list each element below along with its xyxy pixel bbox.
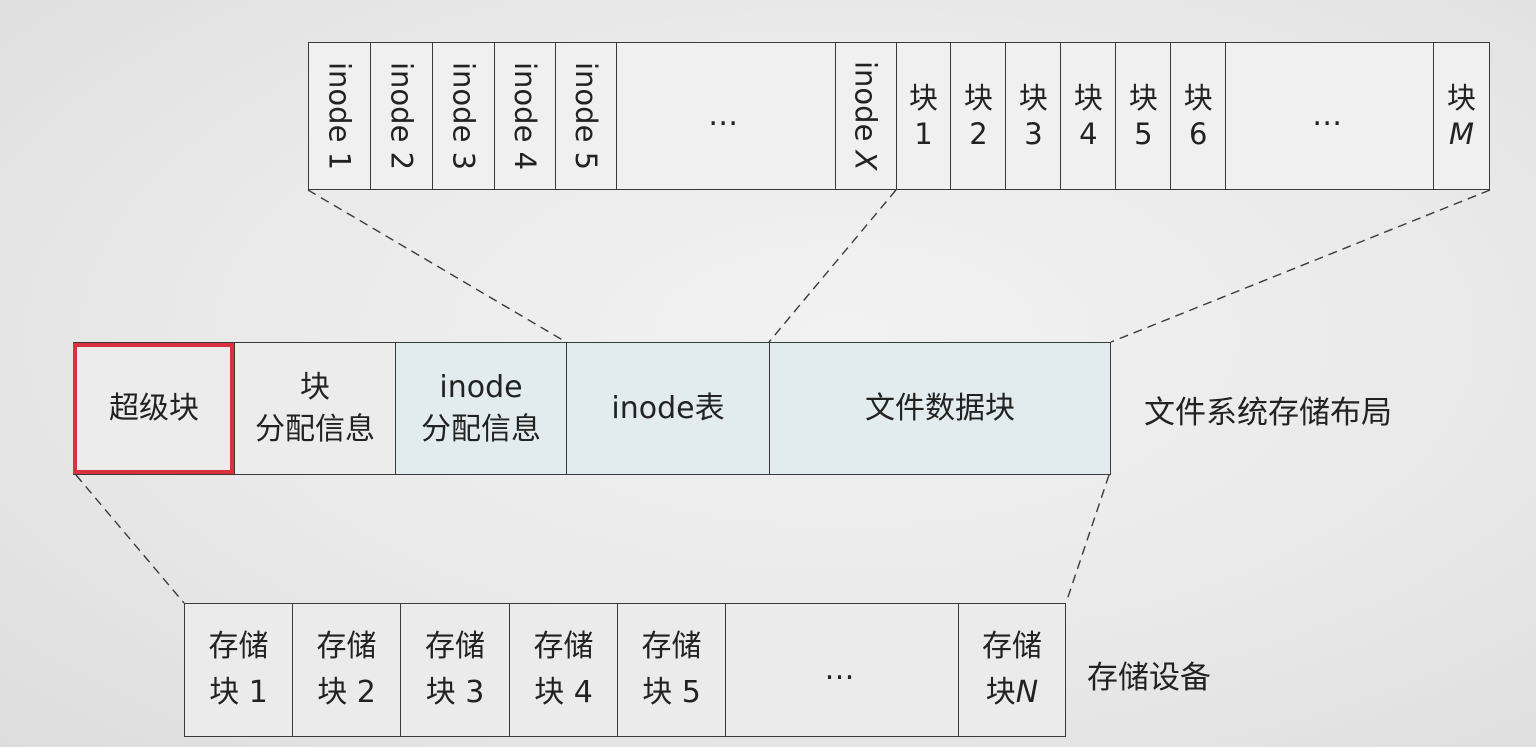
storage-block-line2: 块 3 <box>425 675 485 710</box>
data-block-cell-last: 块 M <box>1434 43 1489 189</box>
data-block-cell-6: 块 6 <box>1171 43 1227 189</box>
inode-cell-label: inode 4 <box>507 61 542 171</box>
storage-block-cell-5: 存储 块 5 <box>618 604 726 736</box>
storage-block-line2: 块 4 <box>534 675 593 710</box>
block-label: 块 <box>1183 80 1213 115</box>
storage-block-line1: 存储 <box>533 628 594 664</box>
inode-table-label: inode表 <box>611 390 725 426</box>
connector-device-right <box>1065 474 1110 604</box>
storage-block-cell-4: 存储 块 4 <box>510 604 618 736</box>
inode-ellipsis-cell: … <box>617 43 836 189</box>
block-number: 3 <box>1024 117 1043 151</box>
ellipsis: … <box>1312 98 1348 134</box>
data-blocks-label: 文件数据块 <box>865 390 1015 426</box>
storage-block-line1: 存储 <box>316 628 377 664</box>
storage-block-cell-1: 存储 块 1 <box>185 604 293 736</box>
data-block-cell-3: 块 3 <box>1006 43 1062 189</box>
inode-cell-3: inode 3 <box>433 43 495 189</box>
data-blocks-cell: 文件数据块 <box>770 343 1110 474</box>
storage-ellipsis-cell: … <box>726 604 959 736</box>
inode-cell-last: inode X <box>836 43 897 189</box>
inode-table-cell: inode表 <box>567 343 770 474</box>
storage-block-line1: 存储 <box>641 628 702 664</box>
storage-device-row: 存储 块 1 存储 块 2 存储 块 3 存储 块 4 存储 块 5 … 存储 … <box>184 603 1066 737</box>
inode-cell-1: inode 1 <box>309 43 371 189</box>
inode-cell-label: inode 1 <box>322 61 357 171</box>
storage-block-line2: 块 1 <box>209 675 268 710</box>
ellipsis: … <box>824 651 860 687</box>
block-last-var: M <box>1449 117 1475 151</box>
data-block-cell-1: 块 1 <box>897 43 952 189</box>
block-number: 2 <box>969 117 988 151</box>
inode-cell-label: inode 5 <box>568 61 603 171</box>
superblock-cell: 超级块 <box>74 343 235 474</box>
connector-inode-table-left <box>307 189 567 343</box>
storage-block-last-line2: 块N <box>986 670 1038 717</box>
block-ellipsis-cell: … <box>1226 43 1435 189</box>
storage-block-line1: 存储 <box>208 628 269 664</box>
block-alloc-cell: 块 分配信息 <box>235 343 396 474</box>
data-block-cell-2: 块 2 <box>951 43 1007 189</box>
block-number: 4 <box>1079 117 1098 151</box>
inode-cell-4: inode 4 <box>495 43 556 189</box>
fs-layout-label: 文件系统存储布局 <box>1144 395 1392 431</box>
data-block-cell-4: 块 4 <box>1061 43 1117 189</box>
storage-block-last-var: N <box>1015 675 1039 710</box>
inode-last-prefix: inode <box>848 61 883 151</box>
superblock-label: 超级块 <box>109 390 199 426</box>
data-block-cell-5: 块 5 <box>1116 43 1172 189</box>
inode-last-label: inode X <box>847 61 883 171</box>
block-alloc-line2: 分配信息 <box>255 411 375 447</box>
storage-device-label: 存储设备 <box>1087 660 1211 696</box>
inode-cell-label: inode 2 <box>384 61 419 171</box>
connector-inode-table-right <box>768 189 897 343</box>
inode-alloc-line2: 分配信息 <box>421 411 541 447</box>
inode-alloc-line1: inode <box>439 369 523 405</box>
connector-device-left <box>75 474 185 604</box>
block-number: 5 <box>1134 117 1153 151</box>
block-label: 块 <box>1128 80 1158 115</box>
block-label: 块 <box>909 80 939 115</box>
block-number: 6 <box>1189 117 1208 151</box>
storage-block-last-prefix: 块 <box>985 675 1016 710</box>
block-number: 1 <box>914 117 933 151</box>
inode-last-var: X <box>848 150 883 171</box>
storage-block-line1: 存储 <box>425 628 485 664</box>
inode-cell-label: inode 3 <box>446 61 481 171</box>
fs-layout-row: 超级块 块 分配信息 inode 分配信息 inode表 文件数据块 <box>73 342 1111 475</box>
storage-block-cell-2: 存储 块 2 <box>293 604 401 736</box>
inode-and-block-detail-row: inode 1 inode 2 inode 3 inode 4 inode 5 … <box>308 42 1490 190</box>
block-alloc-line1: 块 <box>300 369 330 405</box>
block-label: 块 <box>1073 80 1103 115</box>
connector-data-blocks-right <box>1110 189 1491 343</box>
storage-block-cell-3: 存储 块 3 <box>401 604 510 736</box>
inode-cell-5: inode 5 <box>556 43 617 189</box>
storage-block-cell-last: 存储 块N <box>959 604 1065 736</box>
ellipsis: … <box>708 98 744 134</box>
inode-alloc-cell: inode 分配信息 <box>396 343 567 474</box>
storage-block-line2: 块 2 <box>317 675 376 710</box>
storage-block-line2: 块 5 <box>642 675 701 710</box>
storage-block-line1: 存储 <box>982 628 1042 664</box>
inode-cell-2: inode 2 <box>371 43 433 189</box>
block-label: 块 <box>1447 80 1477 115</box>
block-label: 块 <box>1018 80 1048 115</box>
block-label: 块 <box>963 80 993 115</box>
